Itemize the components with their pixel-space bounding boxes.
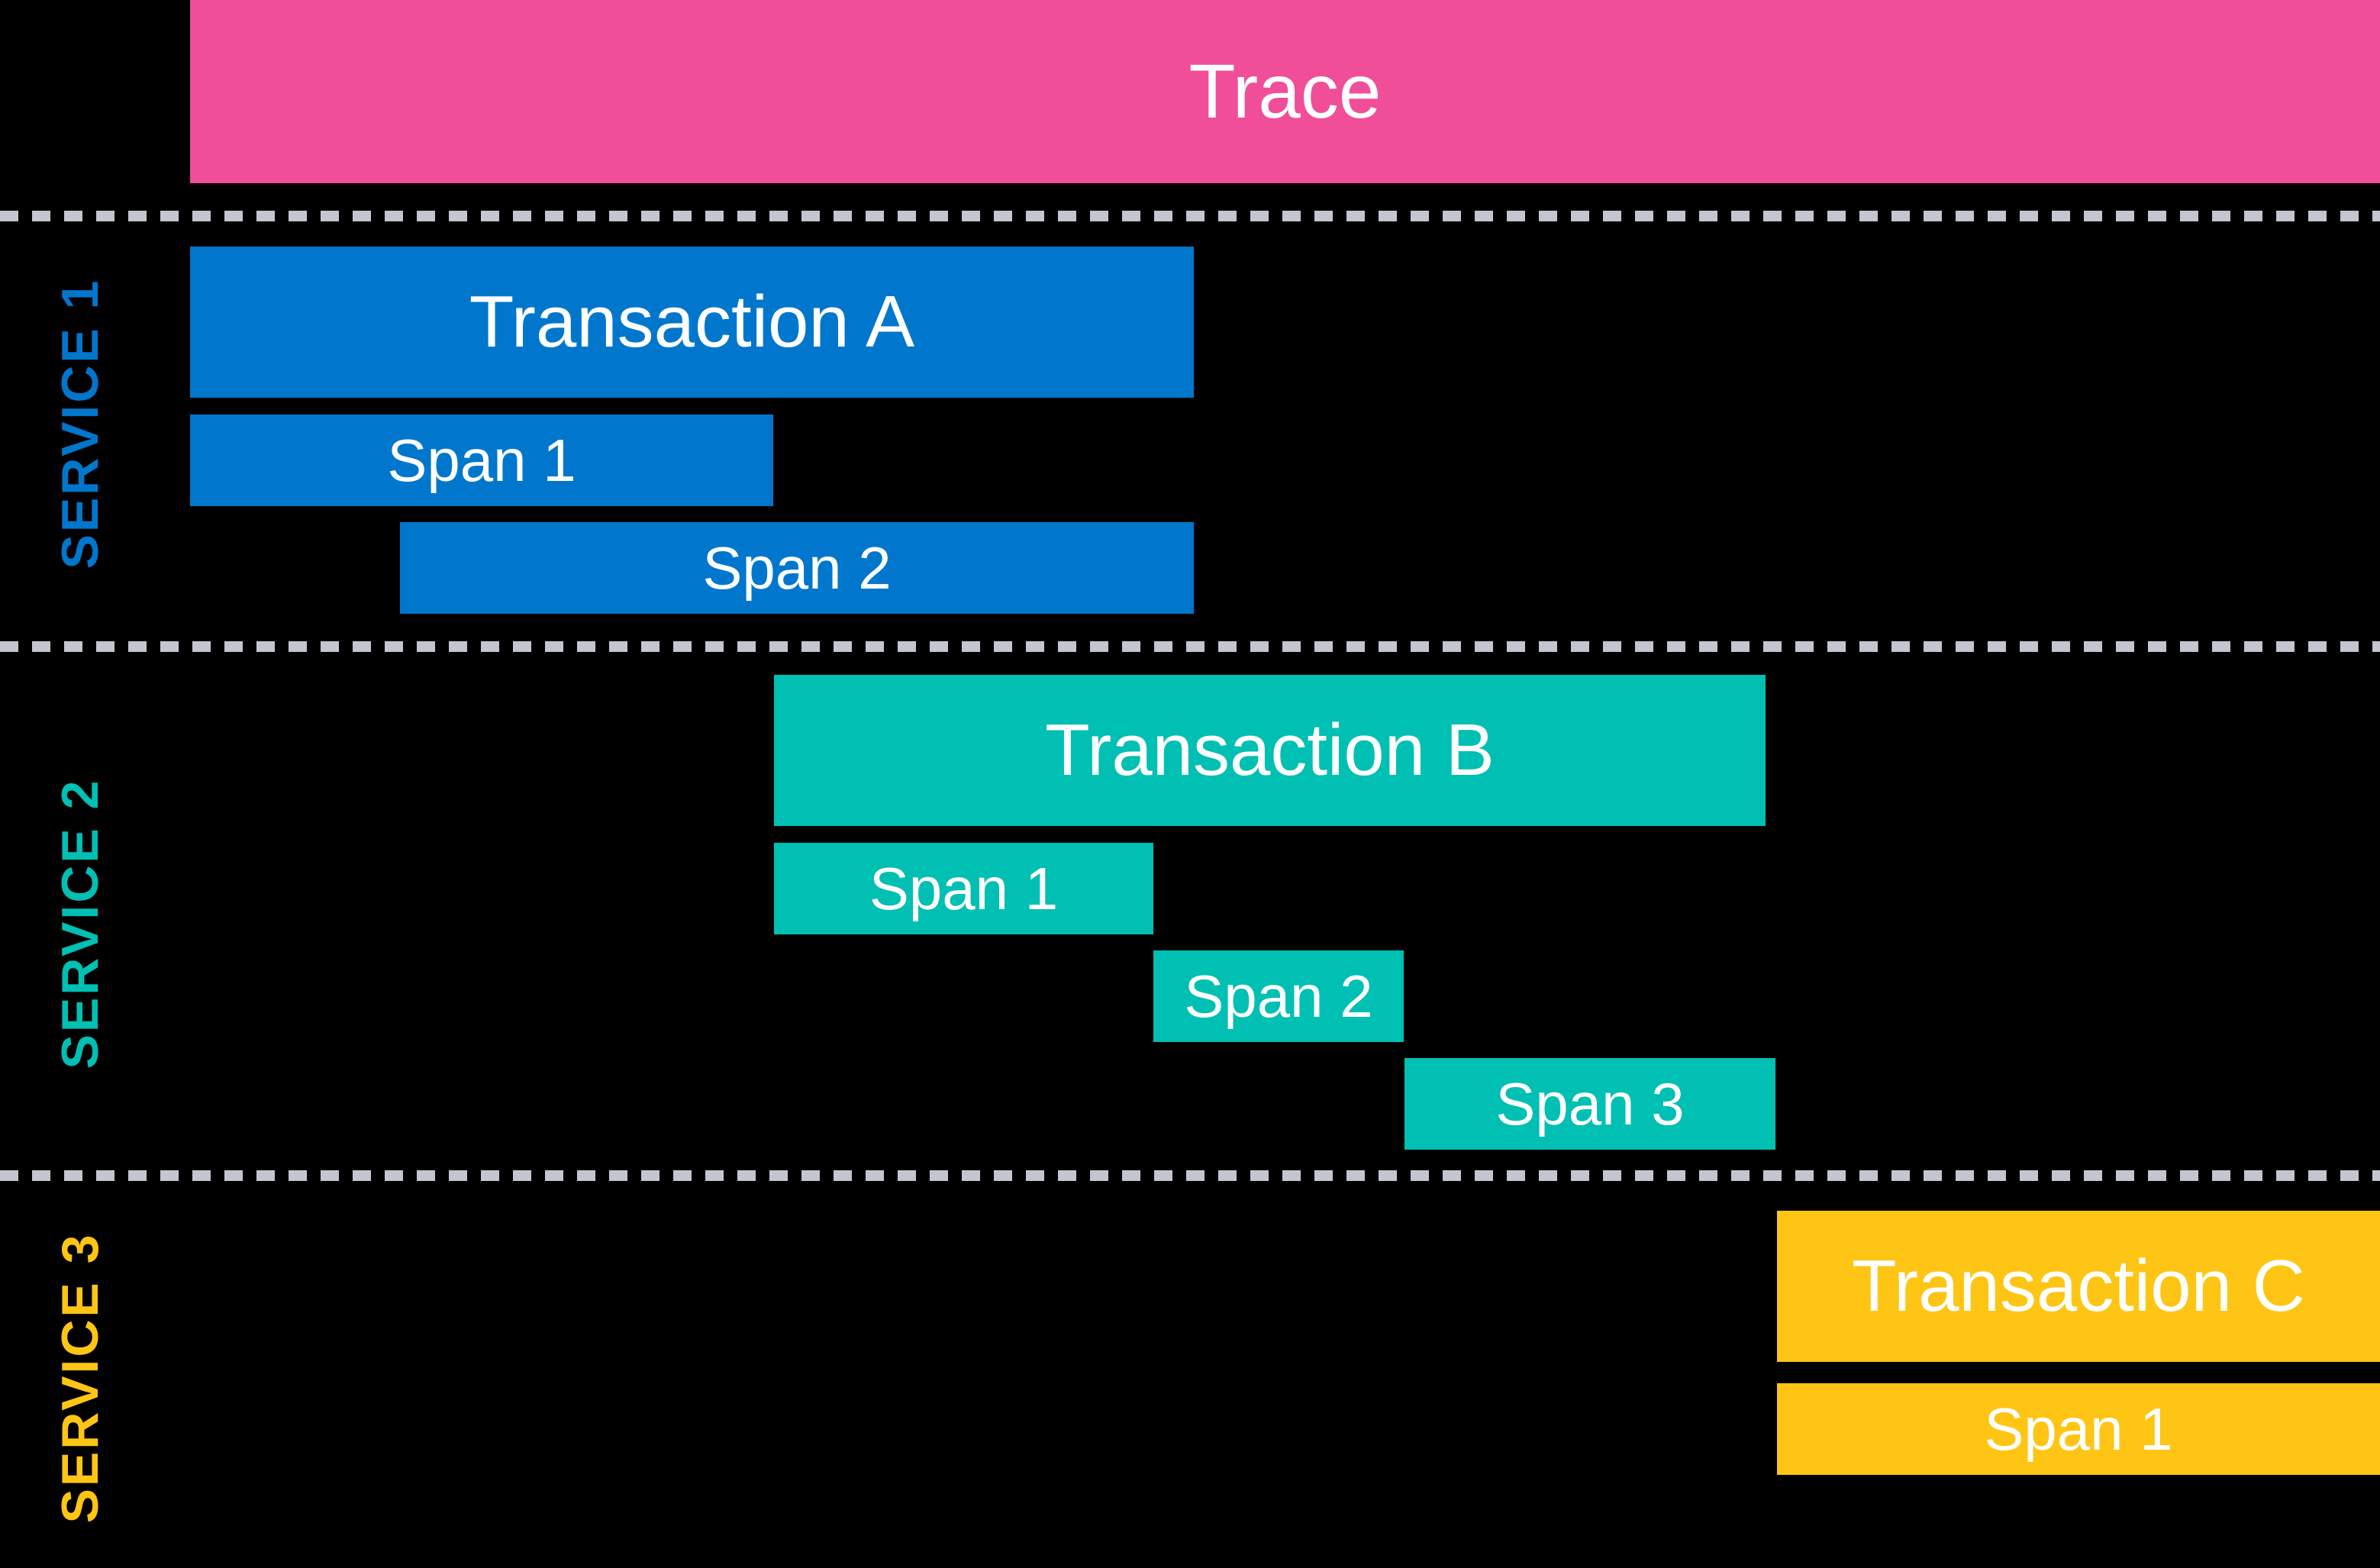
divider-service2-service3	[0, 1170, 2380, 1181]
service2-span-1-label: Span 1	[869, 855, 1059, 922]
divider-trace-service1	[0, 211, 2380, 221]
service2-span-3-label: Span 3	[1495, 1070, 1685, 1137]
transaction-c-label: Transaction C	[1852, 1245, 2305, 1327]
service1-span-2-label: Span 2	[702, 534, 892, 602]
transaction-b-label: Transaction B	[1045, 709, 1495, 791]
transaction-c[interactable]: Transaction C	[1777, 1211, 2380, 1362]
service2-span-1[interactable]: Span 1	[774, 843, 1153, 934]
transaction-b[interactable]: Transaction B	[774, 675, 1766, 826]
service2-span-2-label: Span 2	[1184, 963, 1373, 1030]
service1-span-2[interactable]: Span 2	[400, 522, 1194, 614]
divider-service1-service2	[0, 641, 2380, 652]
transaction-a-label: Transaction A	[469, 281, 915, 363]
service1-span-1-label: Span 1	[387, 427, 576, 494]
service3-span-1-label: Span 1	[1984, 1395, 2173, 1463]
service2-span-3[interactable]: Span 3	[1404, 1058, 1775, 1150]
trace-bar[interactable]: Trace	[190, 0, 2380, 183]
service-label-3: SERVICE 3	[51, 1232, 109, 1524]
transaction-a[interactable]: Transaction A	[190, 247, 1194, 398]
service2-span-2[interactable]: Span 2	[1153, 950, 1404, 1042]
trace-bar-label: Trace	[1188, 49, 1382, 134]
service-label-1: SERVICE 1	[51, 278, 109, 569]
service-label-2: SERVICE 2	[51, 778, 109, 1070]
service3-span-1[interactable]: Span 1	[1777, 1383, 2380, 1475]
service1-span-1[interactable]: Span 1	[190, 415, 773, 506]
